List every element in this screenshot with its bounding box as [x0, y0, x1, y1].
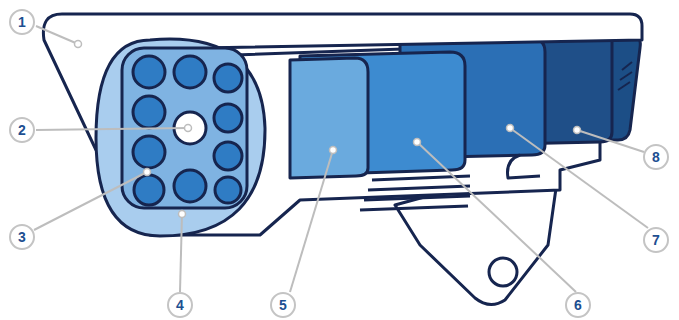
led-array	[133, 56, 242, 205]
rear-vents	[618, 62, 632, 90]
vents	[360, 176, 470, 210]
callout-number: 8	[643, 144, 669, 170]
callout-number: 7	[643, 227, 669, 253]
callout-number: 4	[167, 292, 193, 318]
cable	[508, 155, 541, 178]
callout-number: 2	[9, 117, 35, 143]
leader-dots	[75, 41, 581, 218]
callout-number: 6	[565, 292, 591, 318]
callout-number: 5	[270, 292, 296, 318]
leader-lines	[34, 26, 648, 292]
callout-number: 3	[9, 224, 35, 250]
front-ring	[96, 39, 265, 236]
mount-hole	[489, 258, 517, 286]
callout-number: 1	[9, 9, 35, 35]
